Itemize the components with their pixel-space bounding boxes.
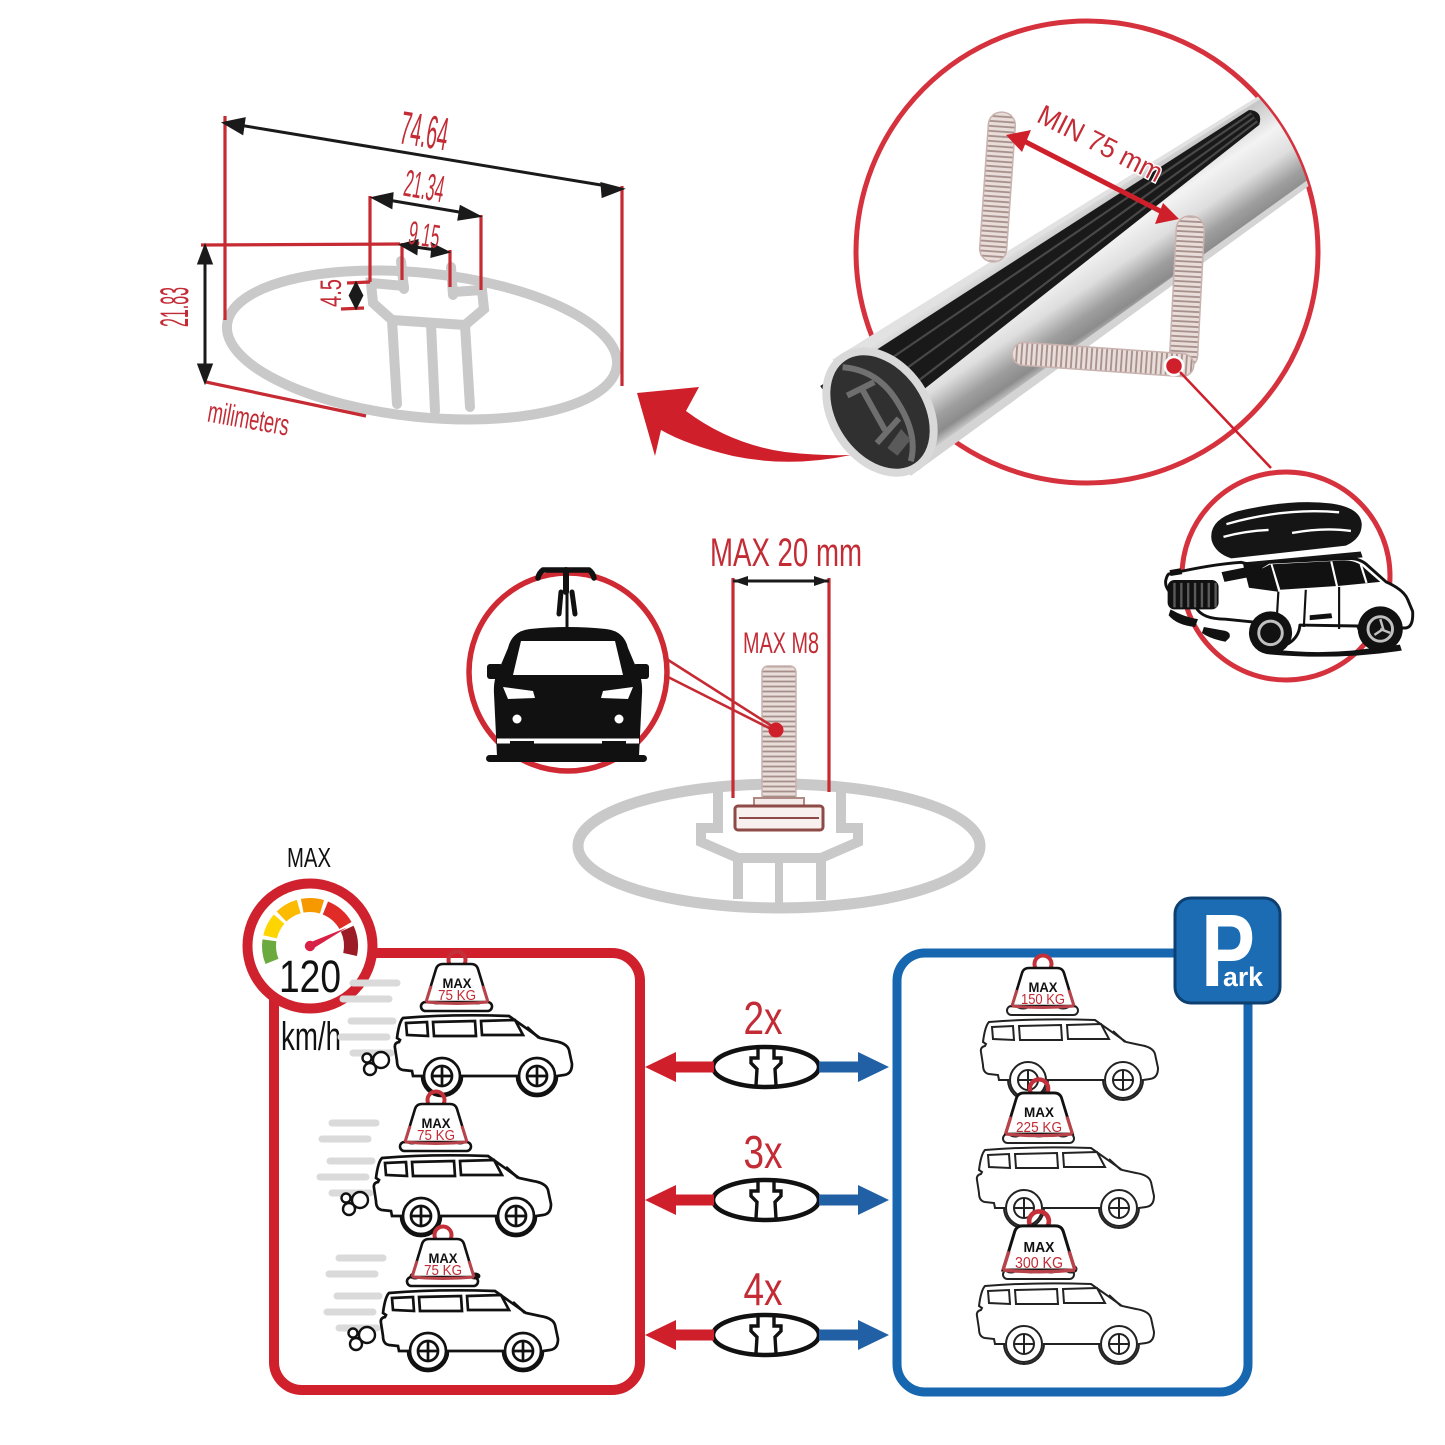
svg-text:74.64: 74.64 xyxy=(397,101,453,161)
svg-text:120: 120 xyxy=(279,951,341,1002)
svg-text:9.15: 9.15 xyxy=(406,214,442,255)
svg-text:MAX: MAX xyxy=(287,842,331,873)
svg-text:P: P xyxy=(1201,893,1255,1008)
svg-text:MAX: MAX xyxy=(422,1116,451,1131)
svg-text:km/h: km/h xyxy=(281,1015,341,1059)
svg-text:75 KG: 75 KG xyxy=(438,988,476,1004)
svg-text:150 KG: 150 KG xyxy=(1021,992,1065,1008)
svg-text:2x: 2x xyxy=(744,992,783,1044)
svg-text:21.83: 21.83 xyxy=(153,287,197,327)
svg-text:225 KG: 225 KG xyxy=(1016,1119,1062,1136)
svg-text:MAX: MAX xyxy=(1024,1240,1055,1256)
svg-text:ark: ark xyxy=(1223,962,1264,992)
svg-text:MAX M8: MAX M8 xyxy=(743,627,819,660)
svg-text:MAX: MAX xyxy=(1024,1104,1055,1120)
svg-text:4x: 4x xyxy=(744,1263,783,1315)
svg-text:75 KG: 75 KG xyxy=(417,1128,455,1144)
svg-text:MAX: MAX xyxy=(443,976,472,991)
svg-text:75 KG: 75 KG xyxy=(424,1263,462,1279)
svg-text:300 KG: 300 KG xyxy=(1015,1255,1063,1272)
svg-text:MAX: MAX xyxy=(429,1251,458,1266)
svg-text:MAX 20 mm: MAX 20 mm xyxy=(710,531,862,575)
svg-text:MAX: MAX xyxy=(1029,980,1058,995)
svg-text:3x: 3x xyxy=(744,1126,783,1178)
svg-text:21.34: 21.34 xyxy=(401,163,448,211)
svg-text:4.5: 4.5 xyxy=(315,279,348,307)
